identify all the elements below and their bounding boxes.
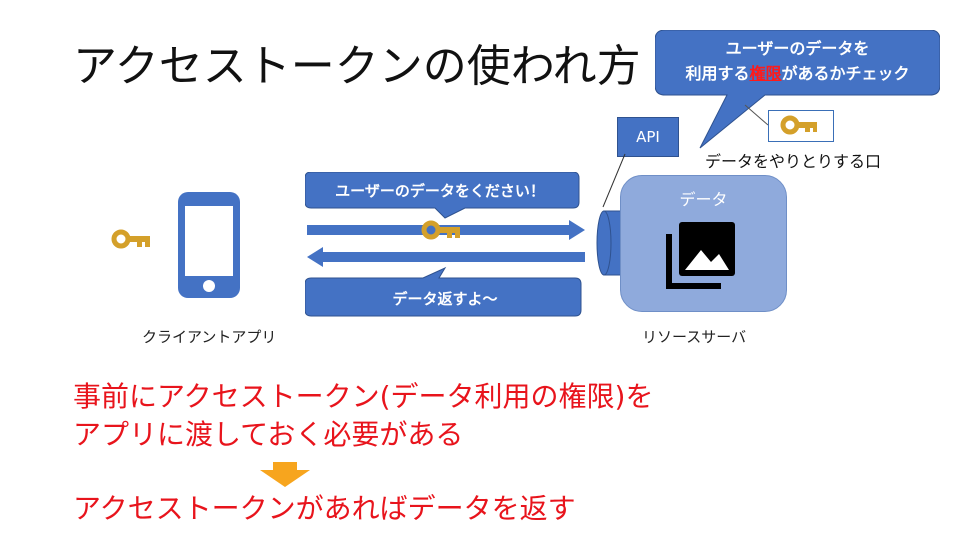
key-icon [780,115,817,135]
response-bubble: データ返すよ～ [305,266,585,318]
key-icon [111,229,150,249]
callout-bubble-shape [655,30,940,149]
permission-keyword: 権限 [749,64,782,83]
permission-check-callout: ユーザーのデータを 利用する権限があるかチェック [655,30,940,180]
server-data-label: データ [679,190,728,209]
conclusion-text: アクセストークンがあればデータを返す [73,492,576,525]
callout-line-1: ユーザーのデータを [725,39,870,58]
api-connector-line [602,153,626,208]
down-arrow-icon [260,462,310,487]
note-line-2: アプリに渡しておく必要がある [73,418,464,451]
request-response-arrows [307,220,585,267]
slide-title: アクセストークンの使われ方 [73,41,641,92]
request-bubble: ユーザーのデータをください！ [305,172,585,220]
resource-server-caption: リソースサーバ [642,328,747,346]
resource-server-box: データ [620,175,787,312]
smartphone-icon [178,192,240,298]
key-icon [421,220,460,240]
photo-gallery-icon [666,222,735,289]
key-box [768,110,834,142]
response-text: データ返すよ～ [392,290,498,308]
io-port-label: データをやりとりする口 [705,152,882,171]
callout-line-2-prefix: 利用する [685,64,750,83]
request-bubble-shape [305,172,580,219]
api-box: API [617,117,679,157]
response-bubble-shape [305,266,582,317]
callout-pointer-line [744,104,769,126]
client-app-caption: クライアントアプリ [142,328,277,346]
note-line-1: 事前にアクセストークン(データ利用の権限)を [73,380,654,413]
callout-line-2: 利用する権限があるかチェック [655,61,940,86]
request-text: ユーザーのデータをください！ [335,182,545,200]
callout-line-2-suffix: があるかチェック [781,64,910,83]
